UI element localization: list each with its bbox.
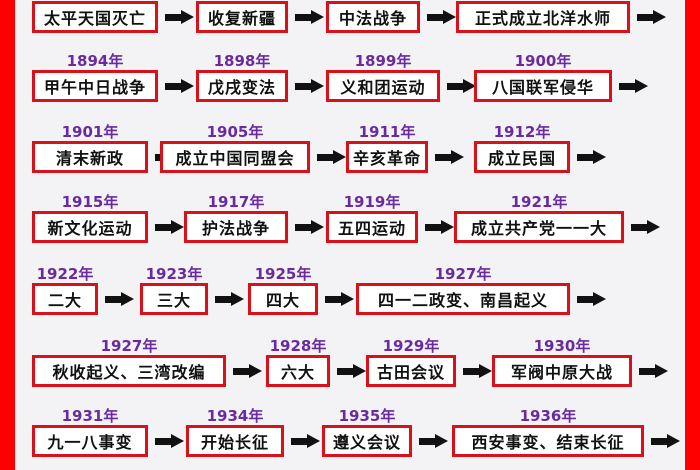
arrow-right-icon — [155, 220, 185, 234]
arrow-right-icon — [651, 434, 681, 448]
event-box: 八国联军侵华 — [474, 70, 612, 102]
arrow-right-icon — [631, 220, 661, 234]
arrow-right-icon — [639, 364, 669, 378]
event-year: 1930年 — [533, 337, 591, 355]
event-box: 正式成立北洋水师 — [456, 1, 630, 33]
event-box: 太平天国灭亡 — [32, 1, 158, 33]
arrow-right-icon — [317, 150, 347, 164]
event-year: 1899年 — [354, 52, 412, 70]
arrow-right-icon — [435, 150, 465, 164]
arrow-right-icon — [105, 292, 135, 306]
event-box: 四一二政变、南昌起义 — [356, 283, 570, 315]
event-box: 成立民国 — [474, 141, 570, 173]
arrow-right-icon — [295, 79, 325, 93]
event-box: 二大 — [32, 283, 98, 315]
arrow-right-icon — [619, 79, 649, 93]
event-year: 1911年 — [358, 123, 416, 141]
event-box: 护法战争 — [184, 211, 288, 243]
event-year: 1912年 — [493, 123, 551, 141]
arrow-right-icon — [577, 292, 607, 306]
arrow-right-icon — [425, 220, 455, 234]
event-year: 1936年 — [519, 407, 577, 425]
event-box: 成立共产党一一大 — [454, 211, 624, 243]
event-year: 1900年 — [514, 52, 572, 70]
arrow-right-icon — [637, 10, 667, 24]
event-box: 九一八事变 — [32, 425, 148, 457]
event-box: 六大 — [266, 355, 330, 387]
arrow-right-icon — [295, 220, 325, 234]
arrow-right-icon — [463, 364, 493, 378]
arrow-right-icon — [325, 292, 355, 306]
right-red-border — [685, 0, 700, 470]
arrow-right-icon — [155, 434, 185, 448]
left-red-border — [0, 0, 15, 470]
arrow-right-icon — [165, 79, 195, 93]
event-year: 1901年 — [61, 123, 119, 141]
event-year: 1921年 — [510, 193, 568, 211]
arrow-right-icon — [447, 79, 477, 93]
event-year: 1934年 — [206, 407, 264, 425]
arrow-right-icon — [215, 292, 245, 306]
arrow-right-icon — [337, 364, 367, 378]
event-box: 三大 — [140, 283, 208, 315]
event-year: 1905年 — [206, 123, 264, 141]
event-year: 1927年 — [434, 265, 492, 283]
event-box: 遵义会议 — [322, 425, 412, 457]
arrow-right-icon — [291, 434, 321, 448]
event-box: 成立中国同盟会 — [160, 141, 310, 173]
event-year: 1923年 — [145, 265, 203, 283]
event-box: 清末新政 — [32, 141, 148, 173]
arrow-right-icon — [419, 434, 449, 448]
arrow-right-icon — [577, 150, 607, 164]
event-year: 1929年 — [382, 337, 440, 355]
event-box: 西安事变、结束长征 — [452, 425, 644, 457]
event-box: 秋收起义、三湾改编 — [32, 355, 226, 387]
arrow-right-icon — [427, 10, 457, 24]
event-year: 1931年 — [61, 407, 119, 425]
event-box: 中法战争 — [326, 1, 420, 33]
event-box: 军阀中原大战 — [492, 355, 632, 387]
event-year: 1898年 — [213, 52, 271, 70]
event-box: 开始长征 — [186, 425, 284, 457]
event-year: 1919年 — [343, 193, 401, 211]
event-box: 戊戌变法 — [196, 70, 288, 102]
event-year: 1928年 — [269, 337, 327, 355]
event-box: 古田会议 — [366, 355, 456, 387]
event-year: 1917年 — [207, 193, 265, 211]
event-box: 辛亥革命 — [346, 141, 428, 173]
event-box: 义和团运动 — [326, 70, 440, 102]
event-year: 1927年 — [100, 337, 158, 355]
event-box: 新文化运动 — [32, 211, 148, 243]
event-year: 1915年 — [61, 193, 119, 211]
event-box: 四大 — [248, 283, 318, 315]
event-year: 1935年 — [338, 407, 396, 425]
event-year: 1925年 — [254, 265, 312, 283]
event-box: 收复新疆 — [196, 1, 288, 33]
arrow-right-icon — [295, 10, 325, 24]
event-year: 1922年 — [36, 265, 94, 283]
event-box: 甲午中日战争 — [32, 70, 158, 102]
event-box: 五四运动 — [326, 211, 418, 243]
arrow-right-icon — [233, 364, 263, 378]
arrow-right-icon — [165, 10, 195, 24]
event-year: 1894年 — [66, 52, 124, 70]
